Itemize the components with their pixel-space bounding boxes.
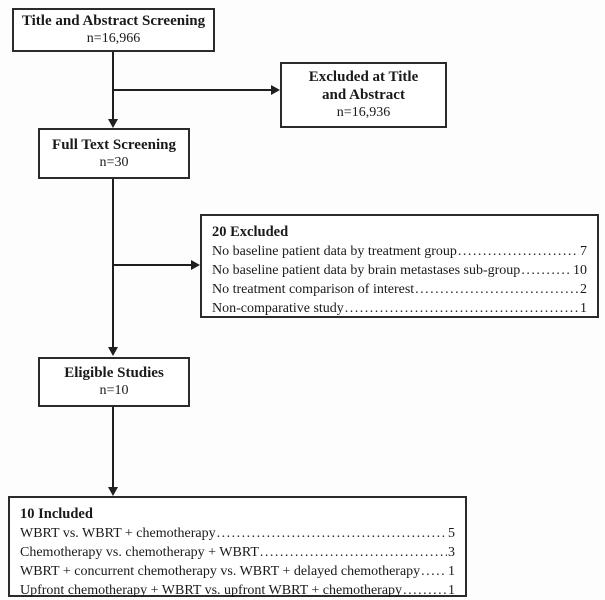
box-title: Title and Abstract Screening: [21, 13, 206, 29]
box-excluded-title-abstract: Excluded at Title and Abstract n=16,936: [280, 62, 447, 128]
box-excluded-full-text: 20 Excluded No baseline patient data by …: [200, 214, 599, 318]
box-title: 10 Included: [20, 506, 93, 522]
box-full-text-screening: Full Text Screening n=30: [38, 128, 190, 179]
box-eligible-studies: Eligible Studies n=10: [38, 357, 190, 407]
reason-count: 7: [580, 244, 587, 259]
dot-leader: [260, 543, 447, 562]
connector-vertical-1: [112, 52, 114, 120]
dot-leader: [217, 524, 447, 543]
box-count: n=30: [99, 154, 129, 170]
box-title: Full Text Screening: [52, 136, 176, 153]
box-title: 20 Excluded: [212, 224, 289, 240]
comparison-count: 5: [448, 526, 455, 541]
comparison-label: Chemotherapy vs. chemotherapy + WBRT: [20, 545, 259, 560]
comparison-count: 3: [448, 545, 455, 560]
box-included-studies: 10 Included WBRT vs. WBRT + chemotherapy…: [8, 496, 467, 600]
reason-label: Non-comparative study: [212, 301, 344, 316]
box-count: n=16,936: [336, 105, 391, 120]
arrow-down-icon: [108, 119, 118, 128]
comparison-count: 1: [448, 583, 455, 598]
arrow-down-icon: [108, 347, 118, 356]
reason-label: No baseline patient data by treatment gr…: [212, 244, 457, 259]
reason-count: 1: [580, 301, 587, 316]
comparison-count: 1: [448, 564, 455, 579]
comparison-label: WBRT + concurrent chemotherapy vs. WBRT …: [20, 564, 421, 579]
box-count: n=16,966: [86, 31, 141, 46]
reason-label: No baseline patient data by brain metast…: [212, 263, 521, 278]
box-title: Excluded at Title and Abstract: [308, 69, 419, 103]
reason-count: 10: [573, 263, 587, 278]
dot-leader: [403, 581, 447, 600]
arrow-down-icon: [108, 487, 118, 496]
box-title: Eligible Studies: [64, 365, 164, 381]
connector-vertical-3: [112, 407, 114, 488]
dot-leader: [415, 280, 579, 299]
included-comparison-row: Upfront chemotherapy + WBRT vs. upfront …: [20, 581, 455, 600]
box-title-abstract-screening: Title and Abstract Screening n=16,966: [12, 8, 215, 52]
included-comparison-row: Chemotherapy vs. chemotherapy + WBRT 3: [20, 543, 455, 562]
exclusion-reason-row: No baseline patient data by brain metast…: [212, 261, 587, 280]
dot-leader: [521, 261, 572, 280]
included-comparison-row: WBRT vs. WBRT + chemotherapy 5: [20, 524, 455, 543]
connector-branch-excluded-title: [112, 89, 272, 91]
exclusion-reason-row: No baseline patient data by treatment gr…: [212, 242, 587, 261]
exclusion-reason-row: No treatment comparison of interest 2: [212, 280, 587, 299]
reason-label: No treatment comparison of interest: [212, 282, 415, 297]
arrow-right-icon: [191, 260, 200, 270]
exclusion-reason-row: Non-comparative study 1: [212, 299, 587, 318]
arrow-right-icon: [271, 85, 280, 95]
comparison-label: WBRT vs. WBRT + chemotherapy: [20, 526, 216, 541]
reason-count: 2: [580, 282, 587, 297]
included-comparison-row: WBRT + concurrent chemotherapy vs. WBRT …: [20, 562, 455, 581]
dot-leader: [458, 242, 579, 261]
connector-vertical-2: [112, 179, 114, 348]
dot-leader: [345, 299, 579, 318]
comparison-label: Upfront chemotherapy + WBRT vs. upfront …: [20, 583, 403, 598]
connector-branch-excluded-fulltext: [112, 264, 192, 266]
box-count: n=10: [99, 383, 129, 398]
dot-leader: [421, 562, 447, 581]
